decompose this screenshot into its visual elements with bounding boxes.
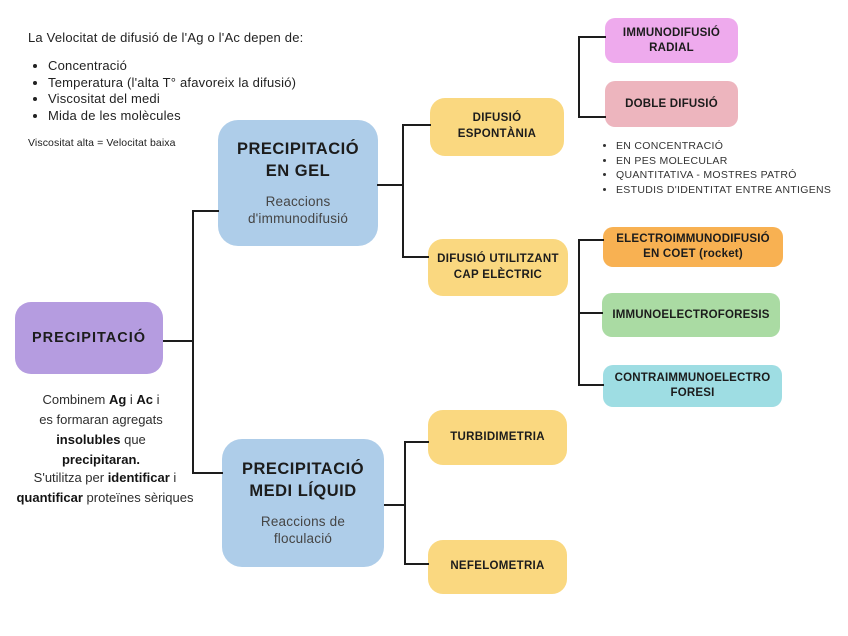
node-contraimmunoelectroforesi: CONTRAIMMUNOELECTRO FORESI (603, 365, 782, 407)
doble-difusio-bullet-list: EN CONCENTRACIÓEN PES MOLECULARQUANTITAT… (602, 139, 848, 198)
connector-gel-trunk (402, 124, 404, 258)
text-segment: precipitaran. (61, 452, 141, 468)
branch-title: PRECIPITACIÓ MEDI LÍQUID (241, 460, 365, 501)
node-immunoelectroforesis: IMMUNOELECTROFORESIS (602, 293, 780, 337)
connector-cap-electric (402, 256, 429, 258)
root-usage: S'utilitza per identificar i quantificar… (2, 468, 208, 508)
text-segment: Combinem (42, 392, 109, 407)
list-item: ESTUDIS D'IDENTITAT ENTRE ANTIGENS (616, 183, 848, 198)
text-segment: que (124, 432, 146, 448)
connector-espontania (402, 124, 431, 126)
branch-title: PRECIPITACIÓ EN GEL (236, 140, 360, 181)
list-item: Viscositat del medi (48, 91, 390, 108)
viscosity-note: Viscositat alta = Velocitat baixa (28, 137, 176, 149)
node-electroimmunodifusio-coet: ELECTROIMMUNODIFUSIÓ EN COET (rocket) (603, 227, 783, 267)
text-segment: S'utilitza per (33, 470, 108, 485)
connector-root-trunk (192, 210, 194, 474)
list-item: EN CONCENTRACIÓ (616, 139, 848, 154)
connector-gel-feed (377, 184, 404, 186)
connector-branch-liquid (192, 472, 223, 474)
connector-liquid-trunk (404, 441, 406, 565)
connector-contra (578, 384, 604, 386)
branch-subtitle: Reaccions d'immunodifusió (247, 193, 349, 227)
root-description: Combinem Ag i Ac i es formaran agregats … (5, 390, 197, 471)
text-segment: i es formaran agregats (39, 392, 163, 428)
text-segment: identificar (107, 470, 170, 485)
text-segment: quantificar (16, 490, 83, 506)
connector-branch-gel (192, 210, 219, 212)
connector-radial (578, 36, 606, 38)
node-difusio-espontania: DIFUSIÓ ESPONTÀNIA (430, 98, 564, 156)
list-item: Mida de les molècules (48, 108, 390, 125)
list-item: Concentració (48, 58, 390, 75)
notes-bullet-list: ConcentracióTemperatura (l'alta T° afavo… (30, 58, 390, 125)
node-nefelometria: NEFELOMETRIA (428, 540, 567, 594)
node-precipitacio-medi-liquid: PRECIPITACIÓ MEDI LÍQUID Reaccions de fl… (222, 439, 384, 567)
list-item: Temperatura (l'alta T° afavoreix la difu… (48, 75, 390, 92)
list-item: QUANTITATIVA - MOSTRES PATRÓ (616, 168, 848, 183)
notes-title: La Velocitat de difusió de l'Ag o l'Ac d… (28, 30, 304, 45)
node-immunodifusio-radial: IMMUNODIFUSIÓ RADIAL (605, 18, 738, 63)
connector-coet (578, 239, 604, 241)
text-segment: i (173, 470, 177, 485)
connector-nefelometria (404, 563, 429, 565)
text-segment: insolubles (56, 432, 121, 448)
node-difusio-cap-electric: DIFUSIÓ UTILITZANT CAP ELÈCTRIC (428, 239, 568, 296)
connector-turbidimetria (404, 441, 429, 443)
text-segment: Ag (108, 392, 127, 407)
connector-immunoelectroforesis (578, 312, 603, 314)
node-doble-difusio: DOBLE DIFUSIÓ (605, 81, 738, 127)
text-segment: Ac (136, 392, 154, 407)
text-segment: proteïnes sèriques (82, 490, 194, 506)
connector-doble (578, 116, 606, 118)
branch-subtitle: Reaccions de floculació (260, 513, 346, 547)
node-precipitacio-en-gel: PRECIPITACIÓ EN GEL Reaccions d'immunodi… (218, 120, 378, 246)
text-segment: i (126, 392, 137, 407)
connector-espontania-trunk (578, 36, 580, 118)
connector-root-feed (163, 340, 193, 342)
node-precipitacio: PRECIPITACIÓ (15, 302, 163, 374)
connector-liquid-feed (384, 504, 405, 506)
node-turbidimetria: TURBIDIMETRIA (428, 410, 567, 465)
list-item: EN PES MOLECULAR (616, 154, 848, 169)
